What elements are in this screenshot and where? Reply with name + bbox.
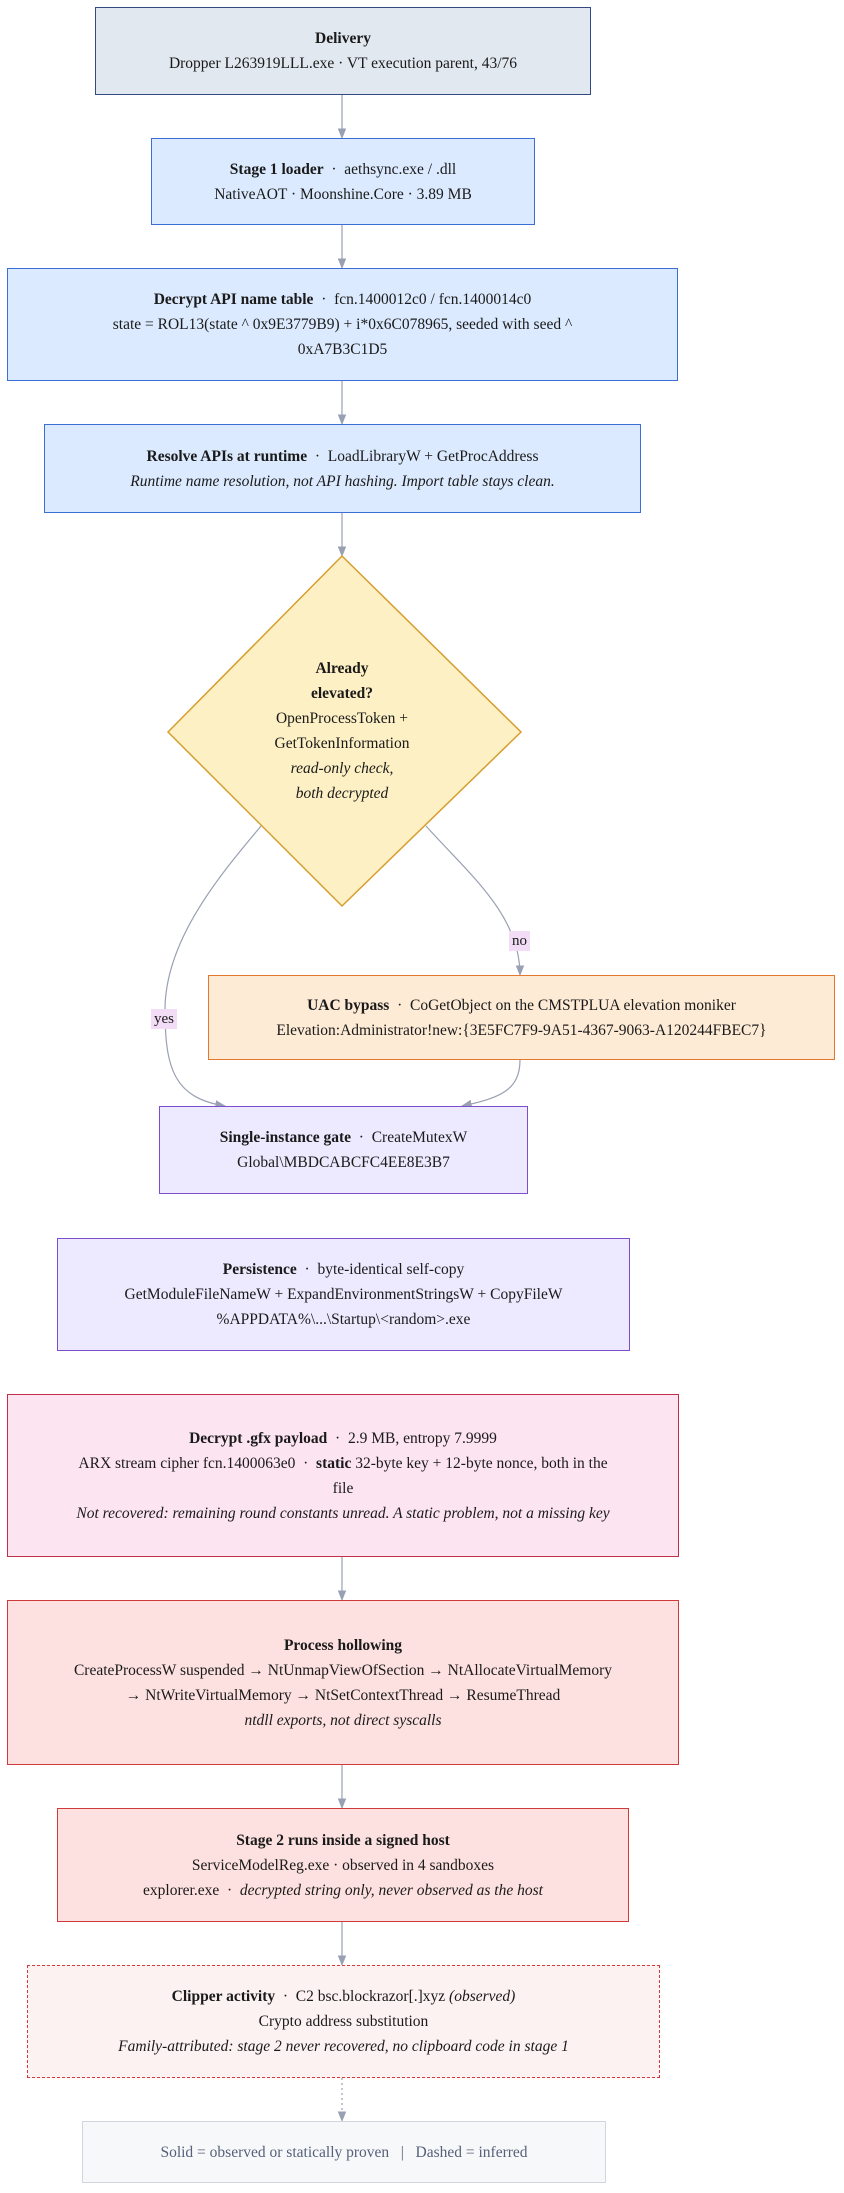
persistence-node: Persistence · byte-identical self-copy G… bbox=[57, 1238, 630, 1351]
resolve-title-detail: · LoadLibraryW + GetProcAddress bbox=[307, 447, 539, 465]
persistence-path: %APPDATA%\...\Startup\<random>.exe bbox=[216, 1311, 471, 1328]
edge-elevated-yes bbox=[164, 825, 262, 1109]
clipper-observed: (observed) bbox=[449, 1988, 516, 2005]
edge-label-yes: yes bbox=[151, 1009, 177, 1029]
legend-text: Solid = observed or statically proven | … bbox=[160, 2143, 528, 2161]
stage1-title: Stage 1 loader bbox=[229, 160, 324, 178]
edge-elevated-no bbox=[425, 825, 525, 977]
stage1-node: Stage 1 loader · aethsync.exe / .dll Nat… bbox=[151, 138, 535, 225]
decrypt-api-formula: state = ROL13(state ^ 0x9E3779B9) + i*0x… bbox=[112, 316, 573, 333]
delivery-node: Delivery Dropper L263919LLL.exe · VT exe… bbox=[95, 7, 591, 95]
elevated-title-1: Already bbox=[315, 660, 369, 677]
clipper-node: Clipper activity · C2 bsc.blockrazor[.]x… bbox=[27, 1965, 660, 2078]
decrypt-api-node: Decrypt API name table · fcn.1400012c0 /… bbox=[7, 268, 678, 381]
clipper-substitution: Crypto address substitution bbox=[258, 2013, 429, 2030]
resolve-note: Runtime name resolution, not API hashing… bbox=[130, 472, 555, 490]
hollowing-chain-1: CreateProcessW suspended → NtUnmapViewOf… bbox=[73, 1661, 613, 1679]
legend: Solid = observed or statically proven | … bbox=[82, 2121, 606, 2183]
process-hollowing-node: Process hollowing CreateProcessW suspend… bbox=[7, 1600, 679, 1765]
decrypt-api-title-detail: · fcn.1400012c0 / fcn.1400014c0 bbox=[313, 291, 532, 308]
hollowing-chain-2: → NtWriteVirtualMemory → NtSetContextThr… bbox=[125, 1686, 561, 1704]
stage2-title: Stage 2 runs inside a signed host bbox=[236, 1831, 450, 1849]
decision-diamond bbox=[166, 554, 523, 908]
persistence-title-detail: · byte-identical self-copy bbox=[296, 1261, 465, 1278]
delivery-title: Delivery bbox=[315, 30, 371, 47]
gfx-note: Not recovered: remaining round constants… bbox=[76, 1504, 610, 1522]
uac-title-detail: · CoGetObject on the CMSTPLUA elevation … bbox=[389, 996, 736, 1014]
mutex-name: Global\MBDCABCFC4EE8E3B7 bbox=[237, 1154, 450, 1171]
gfx-cipher: ARX stream cipher fcn.1400063e0 · bbox=[78, 1454, 317, 1472]
mutex-node: Single-instance gate · CreateMutexW Glob… bbox=[159, 1106, 528, 1194]
delivery-detail: Dropper L263919LLL.exe · VT execution pa… bbox=[168, 55, 518, 72]
persistence-apis: GetModuleFileNameW + ExpandEnvironmentSt… bbox=[124, 1286, 563, 1303]
edge-label-no: no bbox=[509, 931, 530, 951]
stage1-title-detail: · aethsync.exe / .dll bbox=[323, 160, 457, 178]
stage2-host: ServiceModelReg.exe · observed in 4 sand… bbox=[191, 1856, 495, 1874]
stage2-explorer: explorer.exe · bbox=[143, 1881, 240, 1899]
edge-uac-mutex bbox=[460, 1059, 521, 1109]
clipper-note: Family-attributed: stage 2 never recover… bbox=[118, 2038, 569, 2055]
elevated-title-2: elevated? bbox=[311, 685, 373, 702]
gfx-key-cont: file bbox=[332, 1479, 354, 1497]
gfx-payload-node: Decrypt .gfx payload · 2.9 MB, entropy 7… bbox=[7, 1394, 679, 1557]
resolve-apis-node: Resolve APIs at runtime · LoadLibraryW +… bbox=[44, 424, 641, 513]
elevated-decision-text: Already elevated? OpenProcessToken + Get… bbox=[222, 646, 462, 816]
elevated-api-2: GetTokenInformation bbox=[274, 735, 410, 752]
elevated-note-2: both decrypted bbox=[295, 785, 389, 802]
uac-moniker: Elevation:Administrator!new:{3E5FC7F9-9A… bbox=[276, 1021, 767, 1039]
resolve-title: Resolve APIs at runtime bbox=[146, 447, 308, 465]
clipper-title: Clipper activity bbox=[171, 1988, 276, 2005]
hollowing-note: ntdll exports, not direct syscalls bbox=[244, 1711, 442, 1729]
elevated-api-1: OpenProcessToken + bbox=[275, 710, 409, 727]
mutex-title: Single-instance gate bbox=[219, 1129, 352, 1146]
uac-title: UAC bypass bbox=[307, 996, 390, 1014]
decrypt-api-seed: 0xA7B3C1D5 bbox=[297, 341, 388, 358]
stage2-explorer-note: decrypted string only, never observed as… bbox=[239, 1881, 543, 1899]
gfx-static: static bbox=[316, 1454, 352, 1472]
stage1-detail: NativeAOT · Moonshine.Core · 3.89 MB bbox=[214, 185, 472, 203]
hollowing-title: Process hollowing bbox=[283, 1636, 403, 1654]
elevated-note-1: read-only check, bbox=[290, 760, 394, 777]
gfx-title: Decrypt .gfx payload bbox=[189, 1429, 328, 1447]
stage2-node: Stage 2 runs inside a signed host Servic… bbox=[57, 1808, 629, 1922]
clipper-c2: · C2 bsc.blockrazor[.]xyz bbox=[275, 1988, 450, 2005]
mutex-title-detail: · CreateMutexW bbox=[351, 1129, 468, 1146]
uac-bypass-node: UAC bypass · CoGetObject on the CMSTPLUA… bbox=[208, 975, 835, 1060]
gfx-key: 32-byte key + 12-byte nonce, both in the bbox=[351, 1454, 608, 1472]
gfx-title-detail: · 2.9 MB, entropy 7.9999 bbox=[327, 1429, 497, 1447]
persistence-title: Persistence bbox=[222, 1261, 297, 1278]
decrypt-api-title: Decrypt API name table bbox=[153, 291, 314, 308]
